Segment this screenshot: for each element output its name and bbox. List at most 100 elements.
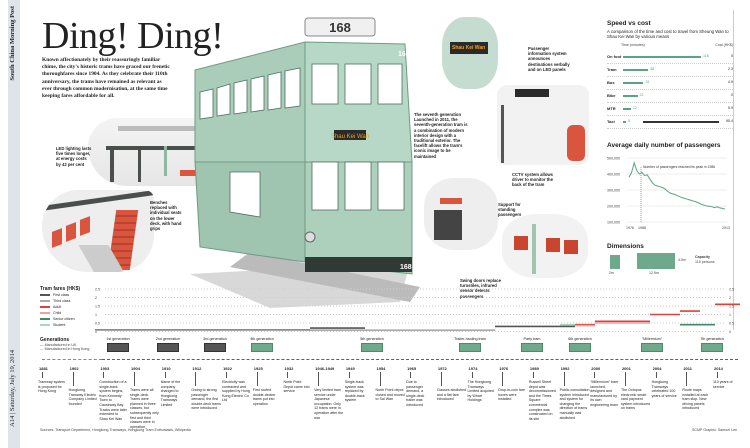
fare-legend-item: Senior citizen	[40, 316, 80, 322]
timeline-tick	[440, 372, 442, 386]
timeline-event: Hongkong Tramway Electric Company Limite…	[68, 388, 97, 406]
passengers-title: Average daily number of passengers	[607, 142, 721, 149]
timeline-year: 1989	[529, 366, 539, 371]
cost-value: 5.9	[728, 105, 733, 110]
fare-y-tick-right: 1.5	[729, 305, 734, 309]
timeline-event: The Hongkong Tramways Limited acquired b…	[467, 380, 494, 403]
destination-panel	[334, 130, 366, 140]
passengers-chart: Average daily number of passengers 500,0…	[607, 142, 733, 237]
timeline-event: Very limited tram service under Japanese…	[314, 388, 344, 420]
timeline-year: 1949	[345, 366, 355, 371]
seventh-gen-title: The seventh generation	[414, 112, 462, 117]
led-caption: LED lighting lasts five times longer, at…	[56, 146, 92, 167]
timeline-year: 1992	[560, 366, 570, 371]
tram-icon	[521, 343, 543, 352]
generation-label: 4th generation	[250, 337, 274, 341]
legend-label: First class	[53, 293, 70, 297]
timeline-event: Name of the company changed to Hongkong …	[160, 380, 181, 407]
generation-label: Party tram	[523, 337, 541, 341]
x-tick-label: 1976	[626, 226, 634, 230]
passengers-line-chart: 500,000400,000300,000200,000100,000Numbe…	[607, 157, 730, 231]
legend-swatch	[40, 312, 50, 314]
generation-label: 5th generation	[360, 337, 384, 341]
tram-icon	[204, 343, 226, 352]
driver-cab-illustration	[497, 85, 589, 165]
timeline-event: Owing to strong passenger demand, the fi…	[191, 388, 221, 411]
dimensions: Dimensions 2m 12.5m 4.5m Capacity 115 pe…	[607, 243, 733, 277]
timeline-event: Classes abolished and a flat fare introd…	[436, 388, 467, 402]
timeline-tick	[256, 372, 258, 386]
timeline-year: 2004	[652, 366, 662, 371]
speed-vs-cost: Speed vs cost A comparison of the time a…	[607, 20, 733, 129]
generation-label: 7th generation	[700, 337, 724, 341]
headlight	[304, 231, 316, 243]
timeline-year: 1965	[407, 366, 417, 371]
timeline-tick	[42, 372, 43, 378]
timeline-year: 2001	[621, 366, 631, 371]
sources: Sources: Transport Department, Hongkong …	[40, 428, 191, 432]
fare-y-tick-right: 1	[729, 313, 731, 317]
timeline-year: 1881	[39, 366, 48, 371]
time-header: Time (minutes)	[621, 42, 645, 47]
upper-fleet-number: 168	[398, 51, 410, 58]
tram-front-icon	[610, 255, 620, 269]
cost-value: 0	[731, 53, 733, 58]
timeline-year: 1910	[161, 366, 171, 371]
timeline-tick	[287, 372, 288, 378]
legend-label: Child	[53, 311, 62, 315]
tram-icon	[569, 343, 591, 352]
tram-icon	[641, 343, 663, 352]
tram-icon	[157, 343, 179, 352]
timeline-year: 1925	[253, 366, 263, 371]
dim-width: 2m	[609, 271, 614, 275]
generation-item: 5th generation	[354, 337, 390, 352]
timeline-event: Hongkong Tramways celebrated 100 years o…	[651, 380, 677, 398]
time-bar	[623, 120, 627, 123]
upper-front-windows	[311, 63, 403, 105]
generation-item: 7th generation	[694, 337, 730, 352]
mode-label: On foot	[607, 53, 622, 59]
generation-label: 2nd generation	[155, 337, 181, 341]
time-value: 38	[650, 66, 655, 71]
column-divider	[733, 10, 734, 330]
timeline-event: Russell Street depot was decommissioned …	[528, 380, 556, 421]
cost-value: 4.9	[728, 79, 733, 84]
timeline-event: North Point Depot came into service	[283, 380, 310, 394]
benches-illustration	[42, 190, 154, 272]
legend-label: Adult	[53, 305, 62, 309]
y-tick-label: 200,000	[607, 205, 620, 209]
lower-windows	[229, 161, 405, 218]
led-destination-panel: Shau Kei Wan	[450, 42, 488, 54]
timeline-tick	[532, 372, 534, 378]
timeline-year: 1904	[131, 366, 140, 371]
timeline-tick	[379, 372, 380, 386]
timeline-uk-segment	[42, 359, 102, 360]
fare-y-tick: 0	[95, 330, 97, 334]
generation-item: 3rd generation	[197, 337, 233, 352]
fare-y-tick: 2	[95, 296, 97, 300]
timeline-tick	[318, 372, 319, 386]
generation-label: Trailer-hauling tram	[454, 337, 486, 341]
legend-hk-row: — Manufactured in Hong Kong	[40, 347, 90, 351]
capacity-value: 115 persons	[695, 260, 715, 264]
taxi-cost-bar	[643, 120, 719, 123]
dimensions-title: Dimensions	[607, 243, 644, 250]
generation-item: 1st generation	[100, 337, 136, 352]
mode-label: Tram	[607, 66, 617, 72]
generation-label: 3rd generation	[203, 337, 227, 341]
time-value: 5	[628, 118, 631, 123]
mode-label: Taxi	[607, 118, 615, 124]
bumper	[305, 257, 412, 272]
generation-item: 6th generation	[562, 337, 598, 352]
fare-y-tick: 1	[95, 313, 97, 317]
seventh-gen-body: Launched in 2011, the seventh-generation…	[414, 117, 468, 159]
cost-value: 95.4	[726, 118, 733, 123]
timeline-tick	[594, 372, 595, 378]
timeline-year: 1946-1949	[315, 366, 335, 371]
timeline-tick	[717, 372, 718, 378]
timeline-tick	[103, 372, 104, 378]
y-tick-label: 100,000	[607, 221, 620, 225]
